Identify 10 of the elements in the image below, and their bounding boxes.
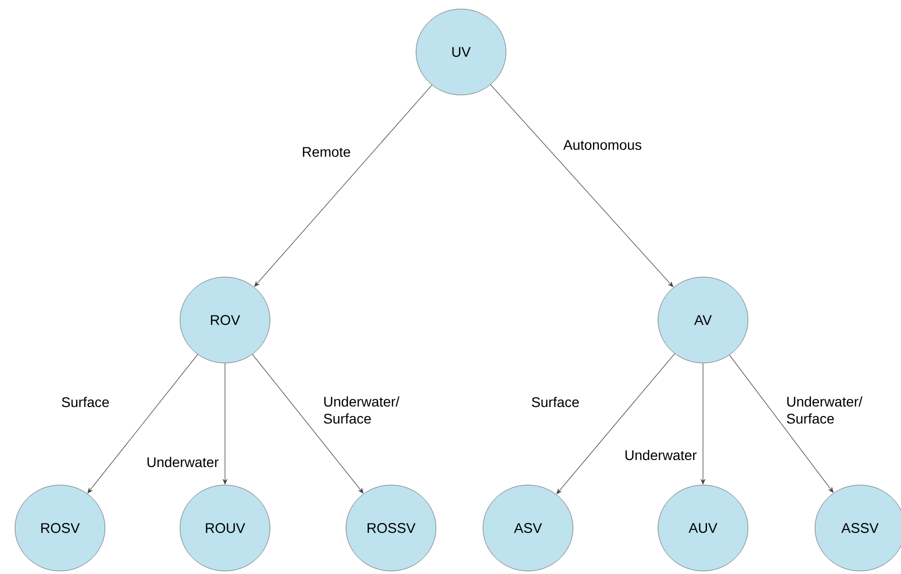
edge-label: Remote (300, 146, 352, 158)
edge-label: Underwater (623, 448, 698, 462)
edge-label: Underwater/ Surface (322, 395, 404, 425)
edge-label: Surface (60, 396, 110, 408)
arrow (490, 84, 674, 288)
edge-label: Underwater (145, 456, 220, 468)
edge-label: Autonomous (562, 139, 643, 151)
edge-label: Surface (530, 396, 580, 408)
edge-label: Underwater/ Surface (785, 395, 868, 425)
arrow (254, 84, 432, 287)
